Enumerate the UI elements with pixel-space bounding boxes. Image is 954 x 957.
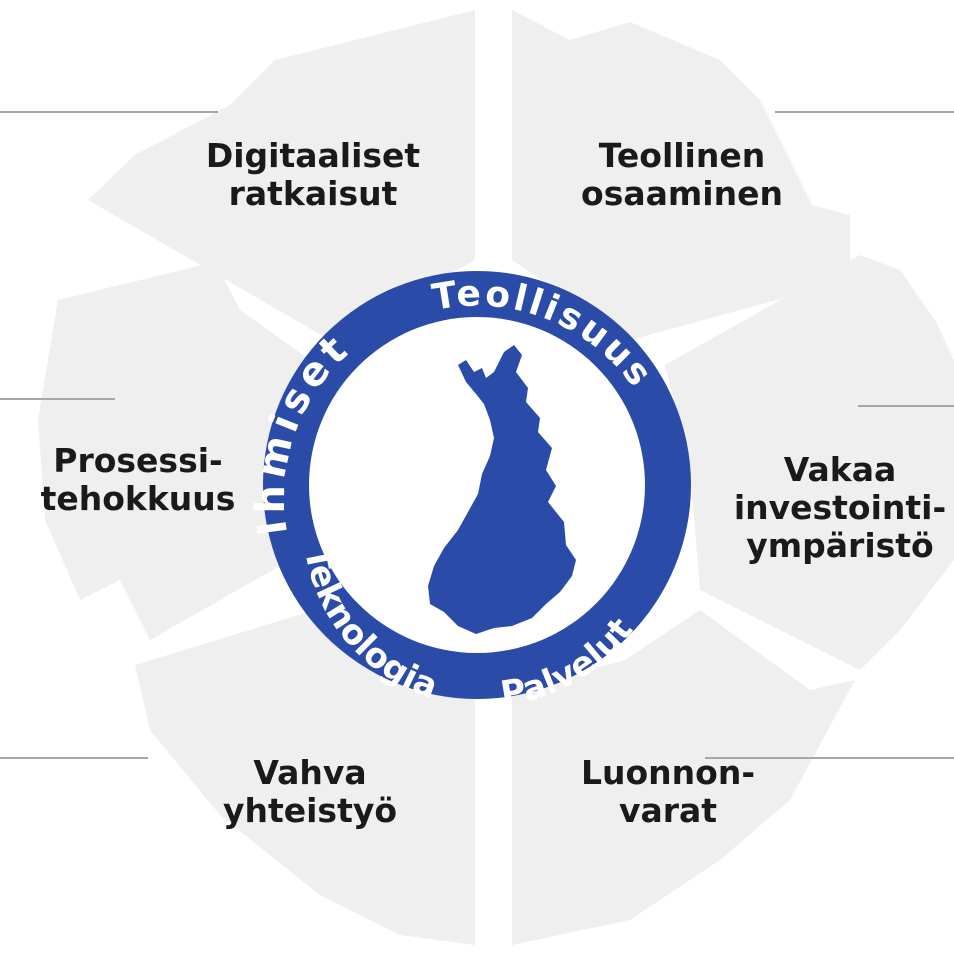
label-line: ratkaisut (228, 174, 398, 213)
label-line: osaaminen (581, 174, 783, 213)
label-luonnonvarat: Luonnon- varat (581, 754, 755, 830)
segment-teollinen-osaaminen (512, 10, 850, 340)
wheel-segments (38, 10, 954, 945)
label-line: Luonnon- (580, 753, 756, 792)
label-line: Vakaa (783, 450, 897, 489)
segment-vakaa-investointiymparisto (665, 255, 954, 670)
label-teollinen-osaaminen: Teollinen osaaminen (581, 137, 783, 213)
label-line: Prosessi- (53, 441, 223, 480)
label-prosessitehokkuus: Prosessi- tehokkuus (41, 442, 236, 518)
label-line: Digitaaliset (205, 136, 421, 175)
finland-map-icon (428, 345, 576, 634)
label-digitaaliset-ratkaisut: Digitaaliset ratkaisut (206, 137, 420, 213)
label-line: ympäristö (746, 526, 934, 565)
label-line: tehokkuus (40, 479, 236, 518)
label-line: investointi- (733, 488, 947, 527)
segment-prosessitehokkuus (38, 262, 310, 640)
label-line: varat (618, 791, 718, 830)
segment-digitaaliset-ratkaisut (88, 10, 475, 340)
label-line: Vahva (253, 753, 367, 792)
label-line: yhteistyö (222, 791, 398, 830)
segment-luonnonvarat (512, 610, 855, 945)
leader-lines (0, 111, 954, 759)
label-line: Teollinen (598, 136, 766, 175)
label-vahva-yhteistyo: Vahva yhteistyö (223, 754, 397, 830)
label-vakaa-investointiymparisto: Vakaa investointi- ympäristö (734, 451, 946, 565)
segment-vahva-yhteistyo (135, 610, 475, 945)
center-ring: Ihmiset Teollisuus Teknologia Palvelut (248, 271, 691, 714)
